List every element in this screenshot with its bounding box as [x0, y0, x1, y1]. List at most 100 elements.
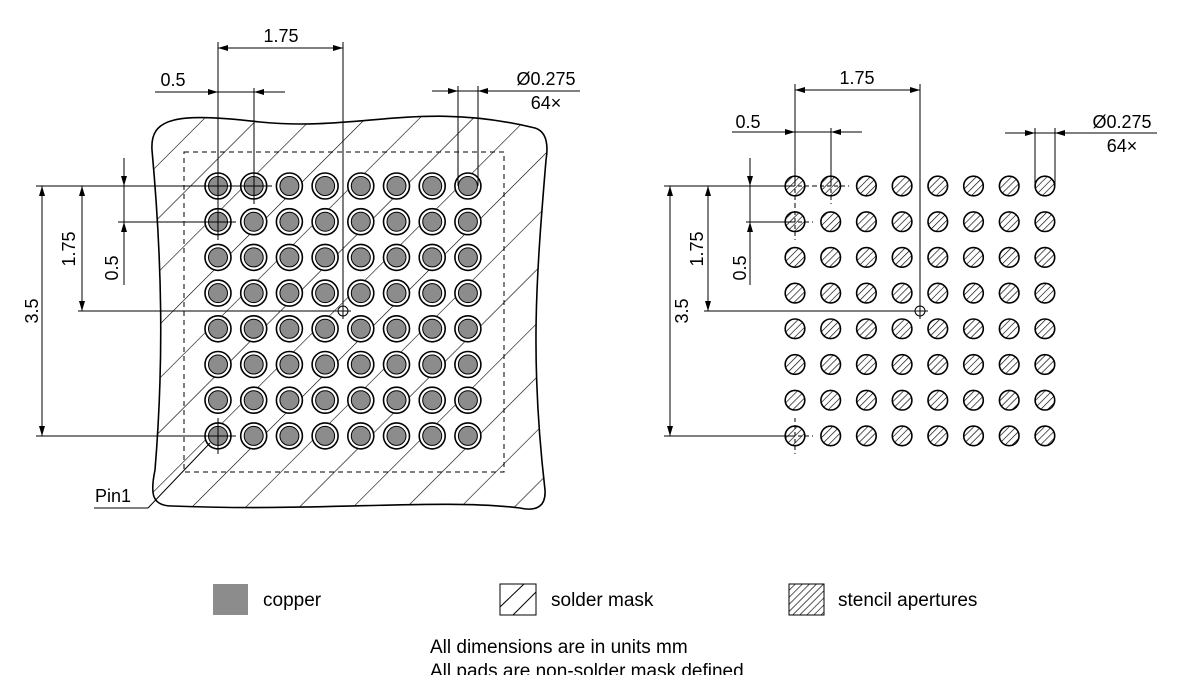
dimension-half-span-horizontal: 1.75: [217, 26, 344, 311]
copper-pad: [454, 314, 482, 343]
copper-pad: [454, 279, 482, 307]
stencil-aperture: [1034, 246, 1056, 268]
stencil-aperture: [891, 246, 913, 268]
copper-pad: [239, 314, 268, 343]
dim-pitch-vertical-label: 0.5: [102, 255, 122, 280]
solder-mask-region: [151, 115, 548, 510]
dim-half-span-label-right: 1.75: [839, 68, 874, 88]
legend-stencil-label: stencil apertures: [838, 590, 977, 611]
copper-pad: [311, 243, 339, 272]
copper-pad: [382, 207, 411, 236]
copper-pad: [418, 386, 447, 415]
stencil-aperture: [998, 353, 1020, 376]
copper-pad: [239, 207, 268, 236]
stencil-swatch: [788, 583, 825, 616]
copper-pad: [454, 350, 482, 379]
stencil-aperture: [962, 282, 985, 304]
stencil-aperture: [855, 318, 878, 340]
copper-pad: [239, 386, 268, 415]
stencil-aperture: [927, 211, 949, 233]
stencil-aperture: [820, 318, 842, 340]
stencil-aperture: [962, 246, 985, 268]
dimension-pitch-horizontal-right: 0.5: [732, 112, 862, 186]
stencil-aperture: [891, 389, 913, 411]
stencil-aperture: [784, 318, 806, 340]
legend-copper: copper: [213, 584, 322, 615]
stencil-aperture: [784, 282, 806, 304]
copper-pad: [382, 279, 411, 307]
dim-pitch-label: 0.5: [160, 70, 185, 90]
dimension-diameter: Ø0.275 64×: [432, 69, 580, 186]
copper-pad: [382, 386, 411, 415]
stencil-aperture: [1034, 175, 1056, 197]
stencil-aperture: [962, 175, 985, 197]
copper-pad: [204, 279, 232, 307]
copper-pad: [382, 350, 411, 379]
stencil-aperture: [998, 318, 1020, 340]
component-outline: [183, 151, 505, 473]
stencil-aperture: [998, 282, 1020, 304]
copper-pad: [346, 350, 375, 379]
copper-pad: [454, 172, 482, 200]
stencil-aperture: [962, 425, 985, 447]
legend-solder-mask-label: solder mask: [551, 590, 654, 611]
note-pads: All pads are non-solder mask defined: [430, 661, 744, 675]
stencil-aperture: [998, 211, 1020, 233]
copper-swatch: [213, 584, 248, 615]
stencil-aperture: [820, 425, 842, 447]
dim-span-vertical-label-right: 3.5: [672, 298, 692, 323]
dimension-pitch-vertical-right: 0.5: [730, 158, 795, 285]
copper-pad: [311, 422, 339, 450]
copper-pad: [275, 172, 304, 200]
copper-pad: [382, 172, 411, 200]
dimension-half-span-vertical-right: 1.75: [687, 186, 920, 312]
copper-pad: [346, 207, 375, 236]
copper-pad: [275, 243, 304, 272]
dimension-span-vertical-right: 3.5: [664, 185, 795, 437]
dim-half-span-label: 1.75: [263, 26, 298, 46]
left-land-pattern: 1.75 0.5 Ø0.275 64× 3.5: [22, 26, 580, 510]
stencil-aperture: [855, 353, 878, 376]
stencil-aperture: [891, 211, 913, 233]
copper-pad: [311, 279, 339, 307]
copper-pad: [418, 207, 447, 236]
copper-pad: [311, 207, 339, 236]
dim-pitch-label-right: 0.5: [735, 112, 760, 132]
stencil-aperture: [998, 246, 1020, 268]
dimension-diameter-right: Ø0.275 64×: [1005, 112, 1157, 186]
copper-pad: [239, 279, 268, 307]
stencil-aperture: [927, 389, 949, 411]
stencil-aperture: [927, 175, 949, 197]
stencil-aperture: [891, 425, 913, 447]
copper-pad: [418, 350, 447, 379]
copper-pad: [346, 314, 375, 343]
stencil-aperture: [927, 318, 949, 340]
copper-pad: [346, 172, 375, 200]
stencil-aperture: [998, 175, 1020, 197]
copper-pad: [275, 422, 304, 450]
stencil-aperture: [927, 425, 949, 447]
solder-mask-hatch: [152, 116, 547, 510]
copper-pad: [204, 350, 232, 379]
stencil-aperture: [1034, 353, 1056, 376]
stencil-aperture: [855, 425, 878, 447]
copper-pad: [239, 350, 268, 379]
copper-pad: [311, 314, 339, 343]
copper-pad: [311, 350, 339, 379]
pin1-callout: Pin1: [94, 442, 211, 509]
copper-pad: [418, 422, 447, 450]
stencil-aperture: [891, 353, 913, 376]
copper-pad: [204, 314, 232, 343]
copper-pad: [346, 422, 375, 450]
diameter-label: Ø0.275: [516, 69, 575, 89]
diameter-label-right: Ø0.275: [1092, 112, 1151, 132]
dimension-half-span-horizontal-right: 1.75: [794, 68, 921, 311]
stencil-aperture: [855, 282, 878, 304]
copper-pad: [275, 386, 304, 415]
copper-pad: [454, 422, 482, 450]
right-stencil-pattern: 1.75 0.5 Ø0.275 64× 3.5: [664, 68, 1157, 454]
copper-pad: [275, 350, 304, 379]
stencil-aperture: [855, 389, 878, 411]
copper-pad: [418, 279, 447, 307]
